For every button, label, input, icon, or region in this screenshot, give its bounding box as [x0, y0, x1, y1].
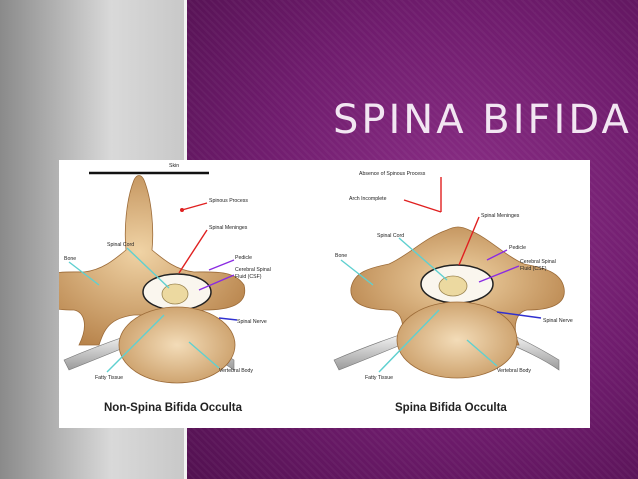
pointer-spinal-meninges: [178, 229, 208, 274]
label-csf-line2: Fluid (CSF): [235, 274, 262, 280]
left-vertebra-diagram: [32, 171, 246, 384]
caption-non-spina-bifida: Non-Spina Bifida Occulta: [104, 402, 243, 414]
pointer-dot: [180, 208, 184, 212]
label-absence-of-spinous-process: Absence of Spinous Process: [359, 171, 426, 177]
pointer-spinal-cord: [398, 237, 448, 281]
vertebral-body-shape: [396, 301, 518, 379]
pointer-spinal-meninges: [458, 216, 480, 266]
anatomy-illustration: Skin Spinous Process Spinal Meninges Spi…: [32, 163, 573, 414]
label-pedicle: Pedicle: [509, 245, 526, 251]
label-arch-incomplete: Arch Incomplete: [349, 196, 387, 202]
label-vertebral-body: Vertebral Body: [219, 368, 253, 374]
pointer-fatty-tissue: [378, 309, 440, 373]
pointer-fatty-tissue: [106, 314, 165, 373]
label-spinal-nerve: Spinal Nerve: [237, 319, 267, 325]
pointer-csf: [198, 274, 235, 291]
pointer-spinous-process: [181, 202, 208, 211]
pointer-arch-incomplete: [403, 199, 442, 213]
spina-bifida-figure: Skin Spinous Process Spinal Meninges Spi…: [32, 160, 590, 428]
slide-title: SPINA BIFIDA: [333, 97, 632, 143]
label-spinal-nerve: Spinal Nerve: [543, 318, 573, 324]
pointer-spinal-nerve: [496, 311, 542, 319]
label-vertebral-body: Vertebral Body: [497, 368, 531, 374]
label-spinal-meninges: Spinal Meninges: [481, 213, 520, 219]
pointer-spinal-cord: [126, 247, 170, 289]
label-spinal-cord: Spinal Cord: [107, 242, 134, 248]
label-bone: Bone: [64, 256, 76, 262]
vertebral-body-shape: [118, 306, 236, 384]
pointer-vertebral-body: [466, 339, 498, 367]
label-csf-line2: Fluid (CSF): [520, 266, 547, 272]
pointer-bone: [68, 261, 100, 286]
pointer-spinal-nerve: [218, 317, 238, 321]
label-bone: Bone: [335, 253, 347, 259]
label-csf-line1: Cerebral Spinal: [235, 267, 271, 273]
label-fatty-tissue: Fatty Tissue: [365, 375, 393, 381]
pointer-pedicle: [208, 259, 235, 271]
label-spinal-meninges: Spinal Meninges: [209, 225, 248, 231]
label-spinal-cord: Spinal Cord: [377, 233, 404, 239]
spinal-cord-shape: [438, 275, 468, 297]
label-spinous-process: Spinous Process: [209, 198, 248, 204]
label-skin: Skin: [169, 163, 179, 169]
label-csf-line1: Cerebral Spinal: [520, 259, 556, 265]
right-vertebra-diagram: [333, 177, 565, 379]
pointer-csf: [478, 265, 520, 283]
pointer-pedicle: [486, 249, 508, 261]
label-fatty-tissue: Fatty Tissue: [95, 375, 123, 381]
pointer-vertebral-body: [188, 341, 220, 369]
label-pedicle: Pedicle: [235, 255, 252, 261]
caption-spina-bifida-occulta: Spina Bifida Occulta: [395, 402, 507, 414]
spinal-cord-shape: [161, 283, 189, 305]
pointer-bone: [340, 259, 374, 286]
